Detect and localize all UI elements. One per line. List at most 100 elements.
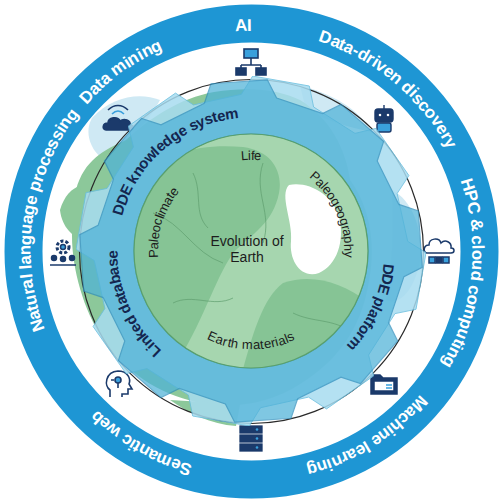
arc-char: t xyxy=(259,337,264,352)
arc-char: e xyxy=(168,453,184,475)
arc-char: t xyxy=(226,335,233,350)
gear-ring: DDE knowledge systemDDE platformLinked d… xyxy=(76,76,426,426)
arc-char: u xyxy=(16,223,37,235)
arc-char: n xyxy=(128,162,147,179)
arc-char: - xyxy=(349,41,363,61)
map-outline xyxy=(134,134,368,368)
arc-char: D xyxy=(109,202,128,217)
arc-char: e xyxy=(21,193,43,207)
arc-char: e xyxy=(351,439,369,461)
arc-char: e xyxy=(126,320,145,336)
center-label: Evolution of Earth xyxy=(207,231,291,267)
arc-char: e xyxy=(146,230,162,240)
arc-char: d xyxy=(158,131,176,150)
arc-char xyxy=(394,74,411,92)
arc-char: g xyxy=(19,203,41,217)
arc-char: D xyxy=(316,26,334,49)
arc-char: i xyxy=(324,453,335,473)
arc-char: p xyxy=(454,316,476,332)
arc-char: y xyxy=(194,112,208,131)
arc-char: b xyxy=(87,406,108,428)
map-base xyxy=(134,134,368,368)
land-b xyxy=(243,279,369,369)
arc-char: i xyxy=(383,420,399,439)
arc-char: n xyxy=(54,113,76,133)
arc-char: e xyxy=(165,184,181,199)
arc-char: s xyxy=(42,135,64,153)
arc-char: y xyxy=(439,134,461,152)
arc-char: a xyxy=(327,31,343,53)
arc-char: n xyxy=(386,67,407,89)
arc-char: n xyxy=(314,455,330,477)
arc-char: l xyxy=(282,331,290,346)
arc-char: l xyxy=(148,142,163,157)
arc-char: g xyxy=(437,353,460,372)
arc-char: l xyxy=(369,304,386,315)
arc-char: r xyxy=(338,223,354,231)
center-title: Evolution of Earth xyxy=(209,233,285,265)
arc-char: a xyxy=(17,213,38,225)
arc-char: d xyxy=(121,313,140,329)
arc-char: a xyxy=(400,401,421,422)
arc-char xyxy=(238,337,243,352)
arc-char: h xyxy=(341,243,356,251)
arc-char: e xyxy=(262,336,272,352)
arc-char: a xyxy=(15,255,35,265)
arc-char: m xyxy=(242,337,253,352)
arc-char: c xyxy=(34,152,56,169)
arc-char: a xyxy=(24,308,46,323)
arc-char xyxy=(464,212,484,220)
arc-char xyxy=(465,279,485,286)
arc-char: n xyxy=(328,450,345,472)
map-circle: LifePaleogeographyEarth materialsPaleocl… xyxy=(133,133,369,369)
ocean-patch xyxy=(285,184,341,274)
arc-char: e xyxy=(379,61,399,83)
arc-char: o xyxy=(30,161,52,178)
arc-char: e xyxy=(331,202,348,215)
arc-char: a xyxy=(275,332,287,349)
arc-char: l xyxy=(318,180,331,192)
arc-char: k xyxy=(131,327,150,344)
arc-char xyxy=(121,178,138,190)
ring-band xyxy=(24,24,480,480)
arc-char: i xyxy=(273,334,280,349)
arc-char: M xyxy=(407,391,431,415)
arc-char: h xyxy=(386,414,407,436)
arc-char: o xyxy=(461,293,483,307)
arc-char: g xyxy=(305,458,320,480)
arc-char: D xyxy=(112,191,132,207)
gear-people-icon xyxy=(50,241,76,265)
arc-char: f xyxy=(360,318,377,331)
arc-char: s xyxy=(284,328,296,344)
arc-char: u xyxy=(451,326,473,343)
arc-char: v xyxy=(425,112,447,131)
arc-char: a xyxy=(108,282,127,295)
arc-char: i xyxy=(447,340,467,353)
arc-char: a xyxy=(365,307,384,322)
arc-char: a xyxy=(145,241,160,249)
arc-char: l xyxy=(16,264,36,270)
robot-icon xyxy=(375,105,393,132)
folder-icon xyxy=(371,375,397,394)
arc-char: p xyxy=(24,178,46,194)
arc-char: P xyxy=(145,249,160,258)
arc-char: g xyxy=(166,125,183,144)
arc-char: o xyxy=(334,209,351,221)
arc-char: t xyxy=(110,290,128,300)
arc-char: i xyxy=(404,85,422,102)
arc-char: e xyxy=(215,106,227,124)
arc-char: t xyxy=(91,75,109,94)
arc-char: t xyxy=(448,335,469,348)
arc-char: a xyxy=(343,443,360,465)
server-icon xyxy=(240,426,262,451)
arc-char: P xyxy=(307,168,323,185)
arc-char: D xyxy=(378,273,397,287)
arc-char: D xyxy=(75,85,98,108)
arc-char: a xyxy=(214,331,226,348)
arc-char: t xyxy=(336,34,349,55)
gear-front xyxy=(80,80,422,422)
arc-char: c xyxy=(467,235,487,245)
arc-char: a xyxy=(313,174,329,190)
arc-char: c xyxy=(413,96,434,116)
